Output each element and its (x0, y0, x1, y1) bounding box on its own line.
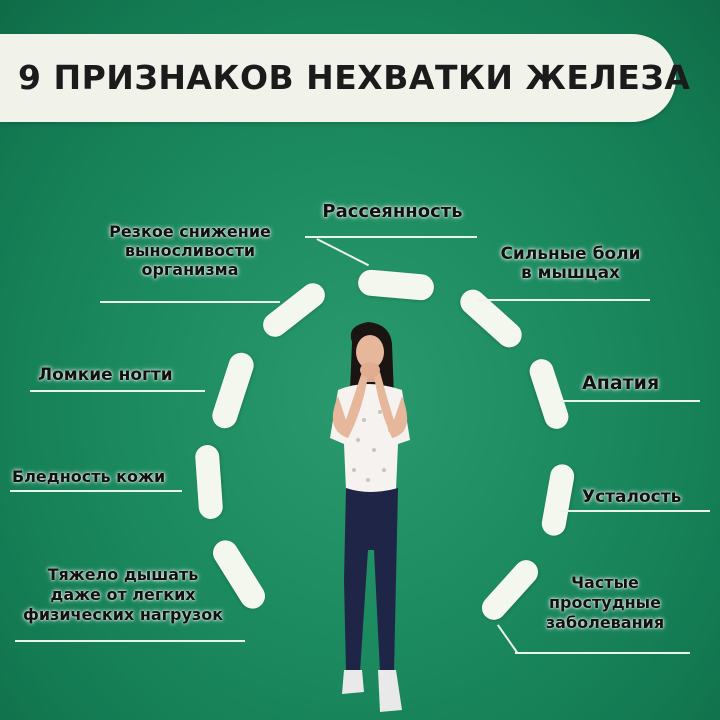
pointer-line (305, 236, 477, 238)
sign-distraction: Рассеянность (322, 201, 463, 222)
title-banner: 9 ПРИЗНАКОВ НЕХВАТКИ ЖЕЛЕЗА (0, 34, 690, 122)
ring-dash (357, 268, 435, 302)
ring-dash (455, 284, 527, 353)
sign-muscle-pain: Сильные боли в мышцах (500, 244, 641, 283)
pointer-line (497, 624, 519, 654)
woman-figure (330, 322, 410, 712)
ring-dash (194, 444, 224, 520)
pointer-line (478, 299, 650, 301)
sign-colds: Частые простудные заболевания (545, 573, 665, 632)
ring-dash (209, 349, 257, 432)
page-title: 9 ПРИЗНАКОВ НЕХВАТКИ ЖЕЛЕЗА (18, 58, 691, 97)
pointer-line (10, 490, 182, 492)
sign-pale-skin: Бледность кожи (12, 467, 166, 486)
ring-dash (526, 356, 572, 432)
pointer-line (30, 390, 205, 392)
pointer-line (560, 400, 700, 402)
sign-nails: Ломкие ногти (38, 365, 173, 385)
sign-breathing: Тяжело дышать даже от легких физических … (22, 565, 224, 624)
pointer-line (100, 301, 280, 303)
pointer-line (515, 652, 690, 654)
ring-dash (539, 462, 577, 538)
sign-fatigue: Усталость (582, 487, 682, 507)
pointer-line (560, 510, 710, 512)
sign-apathy: Апатия (582, 372, 660, 394)
sign-endurance: Резкое снижение выносливости организма (109, 222, 271, 279)
pointer-line (15, 640, 245, 642)
pointer-line (316, 238, 370, 266)
